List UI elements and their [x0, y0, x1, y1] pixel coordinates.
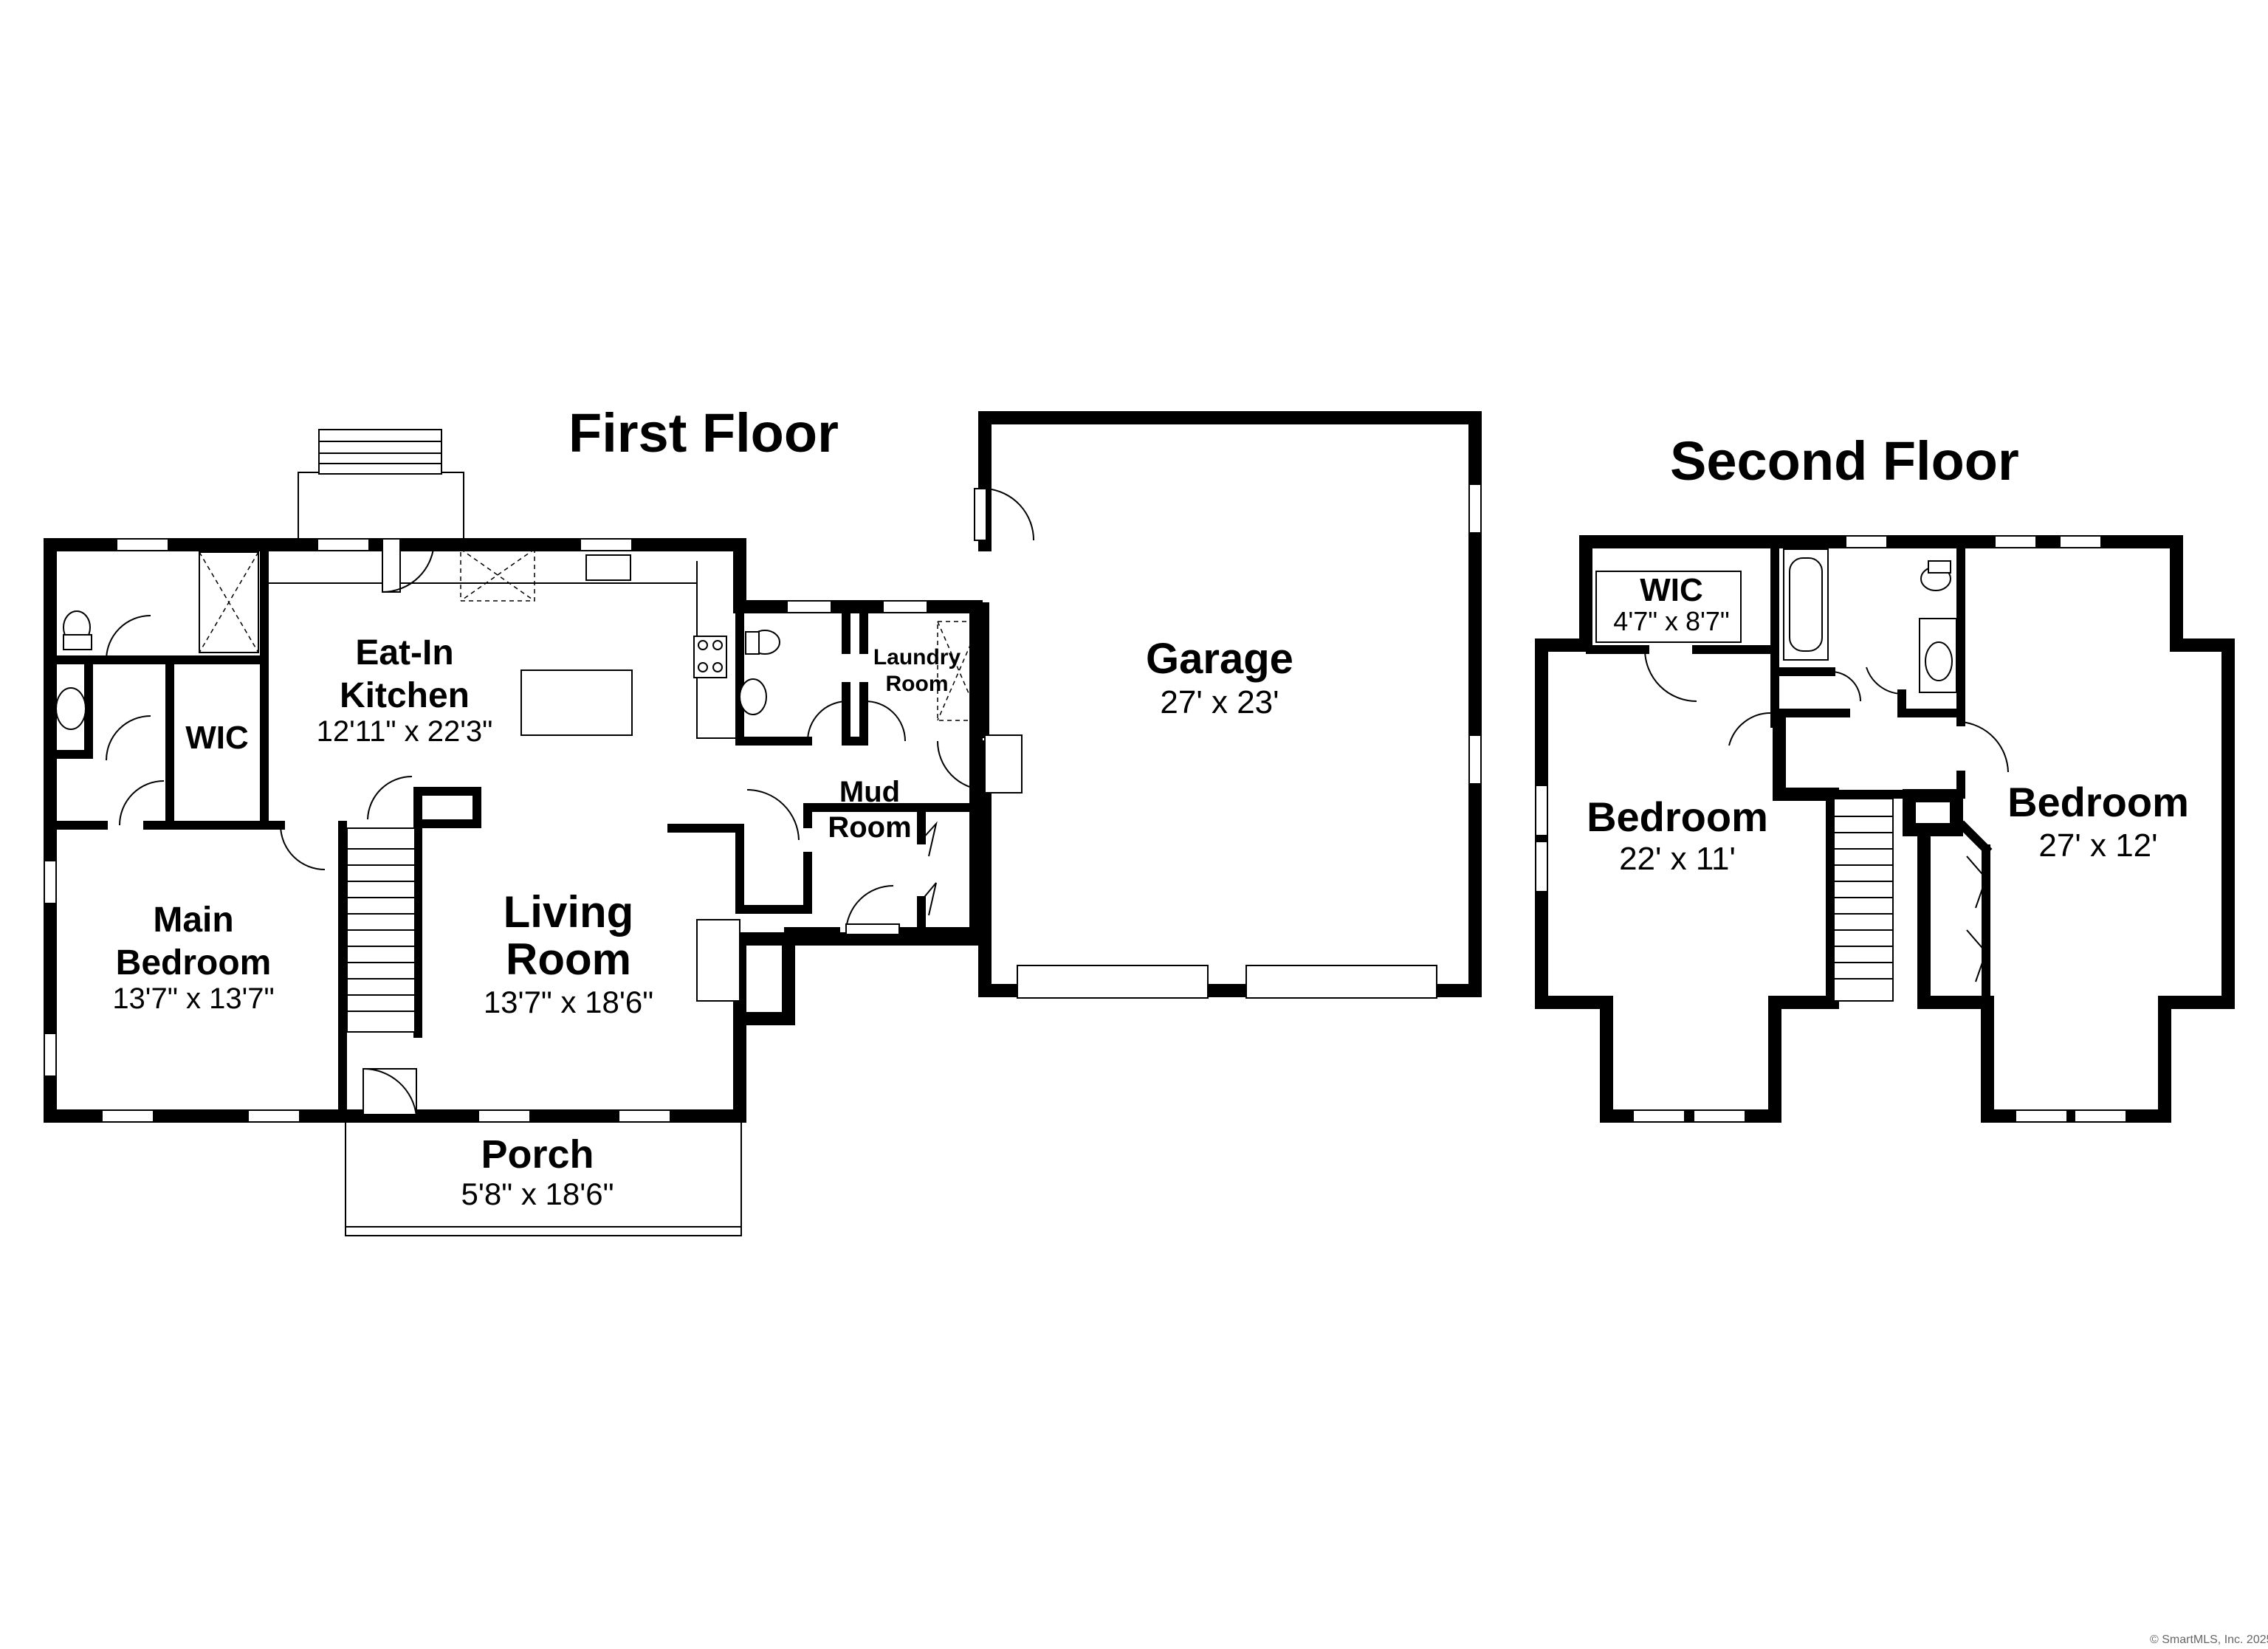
first-floor-doors	[106, 488, 1035, 1117]
kitchen-dimensions: 12'11" x 22'3"	[317, 715, 493, 748]
rear-steps	[298, 429, 464, 551]
garage-door-right	[1245, 965, 1437, 999]
second-wic-dimensions: 4'7" x 8'7"	[1613, 606, 1729, 636]
living-room-label-line1: Living	[504, 887, 634, 937]
garage-door-left	[1017, 965, 1209, 999]
main-bath-sink	[55, 687, 86, 730]
first-floor-stairs	[346, 827, 416, 1033]
half-bath-fixtures	[739, 621, 981, 721]
second-floor: Second Floor WIC 4'7" x 8'7" Bedroom 22'…	[1535, 430, 2235, 1123]
interior-walls	[50, 540, 989, 1120]
washer-dryer	[937, 621, 981, 721]
laundry-label-line1: Laundry	[873, 645, 961, 669]
mud-room-label-line2: Room	[828, 811, 911, 844]
skylight	[460, 548, 535, 602]
laundry-label-line2: Room	[886, 672, 949, 696]
first-floor-title: First Floor	[568, 402, 839, 464]
garage-label: Garage	[1146, 635, 1293, 683]
second-floor-bath-fixtures	[1595, 548, 1957, 693]
main-bedroom-label-line2: Bedroom	[116, 943, 272, 982]
main-bath-fixtures	[55, 551, 259, 730]
mud-room-label-line1: Mud	[839, 776, 900, 808]
main-bedroom-dimensions: 13'7" x 13'7"	[112, 982, 274, 1015]
bedroom-right-dimensions: 27' x 12'	[2038, 827, 2157, 864]
main-bedroom-label-line1: Main	[153, 901, 233, 940]
living-right-wall	[733, 932, 795, 1025]
kitchen-island	[520, 669, 633, 736]
wic-shelf	[1595, 571, 1742, 643]
kitchen-label-line1: Eat-In	[355, 633, 453, 672]
bedroom-right-label: Bedroom	[2007, 779, 2189, 825]
bedroom-left-label: Bedroom	[1587, 793, 1768, 840]
second-floor-interior-walls	[1586, 537, 1993, 1004]
main-wic-label: WIC	[185, 720, 249, 756]
second-floor-title: Second Floor	[1670, 430, 2019, 492]
second-wic-label: WIC	[1640, 572, 1703, 608]
second-floor-windows	[1535, 535, 2127, 1123]
kitchen-counters	[265, 546, 739, 739]
first-floor: First Floor Eat-In Kitchen 12'11" x 22'3…	[44, 402, 1482, 1236]
porch-outline	[345, 1121, 742, 1236]
garage-dimensions: 27' x 23'	[1160, 684, 1279, 720]
living-room-dimensions: 13'7" x 18'6"	[484, 985, 653, 1019]
bedroom-left-dimensions: 22' x 11'	[1619, 841, 1736, 877]
living-room-label-line2: Room	[506, 934, 631, 984]
first-floor-windows	[44, 483, 1482, 1123]
copyright-credit: © SmartMLS, Inc. 2025	[2150, 1633, 2268, 1646]
second-floor-doors	[1644, 649, 2009, 982]
kitchen-label-line2: Kitchen	[340, 676, 470, 715]
second-floor-stairs	[1833, 798, 1894, 1002]
porch-dimensions: 5'8" x 18'6"	[461, 1177, 614, 1211]
porch-label: Porch	[481, 1132, 594, 1177]
kitchen-sink	[585, 554, 631, 581]
